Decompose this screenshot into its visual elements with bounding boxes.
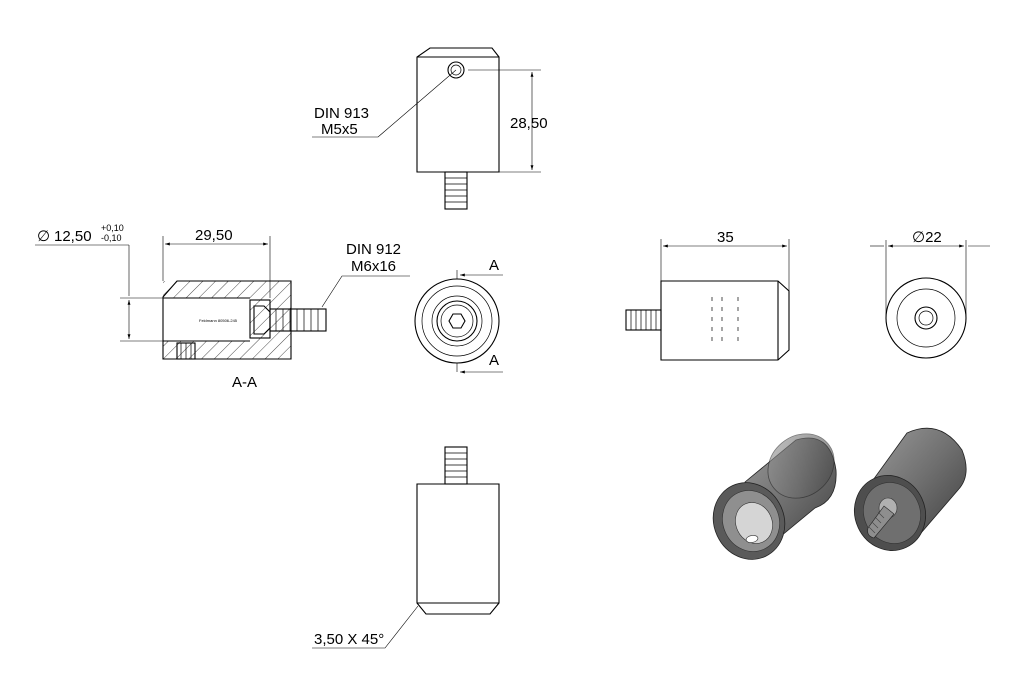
top-view-body bbox=[416, 47, 500, 173]
top-view-stud bbox=[444, 171, 468, 210]
side-view: 35 bbox=[625, 229, 790, 361]
length-dim-text: 29,50 bbox=[195, 227, 233, 244]
chamfer-leader bbox=[312, 605, 419, 649]
iso-view-right bbox=[854, 427, 967, 551]
section-setscrew bbox=[176, 342, 196, 360]
side-view-stud bbox=[625, 309, 662, 331]
section-outline bbox=[162, 280, 292, 360]
section-hatch-bottom bbox=[163, 341, 291, 359]
din912-leader bbox=[321, 275, 410, 308]
din913-label-2: M5x5 bbox=[321, 121, 358, 138]
section-title: A-A bbox=[232, 374, 257, 391]
front-view-hole bbox=[914, 306, 938, 330]
tol-upper: +0,10 bbox=[101, 223, 124, 233]
chamfer-note: 3,50 X 45° bbox=[314, 631, 384, 648]
bottom-view-body bbox=[416, 483, 500, 615]
front-view-outer bbox=[885, 277, 967, 359]
side-view-body bbox=[660, 280, 790, 361]
front-view-hole-inner bbox=[918, 310, 934, 326]
end-view-outer bbox=[414, 278, 500, 364]
setscrew-hole bbox=[447, 61, 465, 79]
front-dim-text: ∅22 bbox=[912, 229, 942, 246]
part-engraving: Feldmann 80506-245 bbox=[199, 318, 238, 323]
bottom-view-stud bbox=[444, 446, 468, 485]
din913-leader bbox=[312, 69, 457, 138]
end-view-bore-inner bbox=[436, 300, 478, 342]
front-view-chamfer bbox=[896, 288, 956, 348]
iso-view-left bbox=[712, 433, 837, 560]
diam-text: 12,50 bbox=[54, 228, 92, 245]
end-view-screwhead bbox=[440, 304, 474, 338]
end-view: A A bbox=[414, 257, 503, 374]
height-dim-text: 28,50 bbox=[510, 115, 548, 132]
end-view-chamfer bbox=[421, 285, 493, 357]
front-view: ∅22 bbox=[870, 229, 990, 359]
din912-label-1: DIN 912 bbox=[346, 241, 401, 258]
hex-socket bbox=[448, 313, 466, 329]
tol-lower: -0,10 bbox=[101, 233, 122, 243]
side-dim-text: 35 bbox=[717, 229, 734, 246]
section-marker-bottom: A bbox=[489, 352, 499, 369]
din913-label-1: DIN 913 bbox=[314, 105, 369, 122]
din912-screw bbox=[249, 299, 327, 339]
bottom-view: 3,50 X 45° bbox=[312, 446, 500, 649]
top-view: DIN 913 M5x5 28,50 bbox=[312, 47, 548, 210]
din912-label-2: M6x16 bbox=[351, 258, 396, 275]
diam-symbol: ∅ bbox=[37, 228, 50, 245]
section-hatch-top bbox=[163, 281, 291, 298]
end-view-bore bbox=[431, 295, 483, 347]
section-view: Feldmann 80506-245 DIN 912 M6x16 29,50 ∅… bbox=[35, 223, 410, 391]
setscrew-hole-inner bbox=[450, 64, 462, 76]
section-marker-top: A bbox=[489, 257, 499, 274]
